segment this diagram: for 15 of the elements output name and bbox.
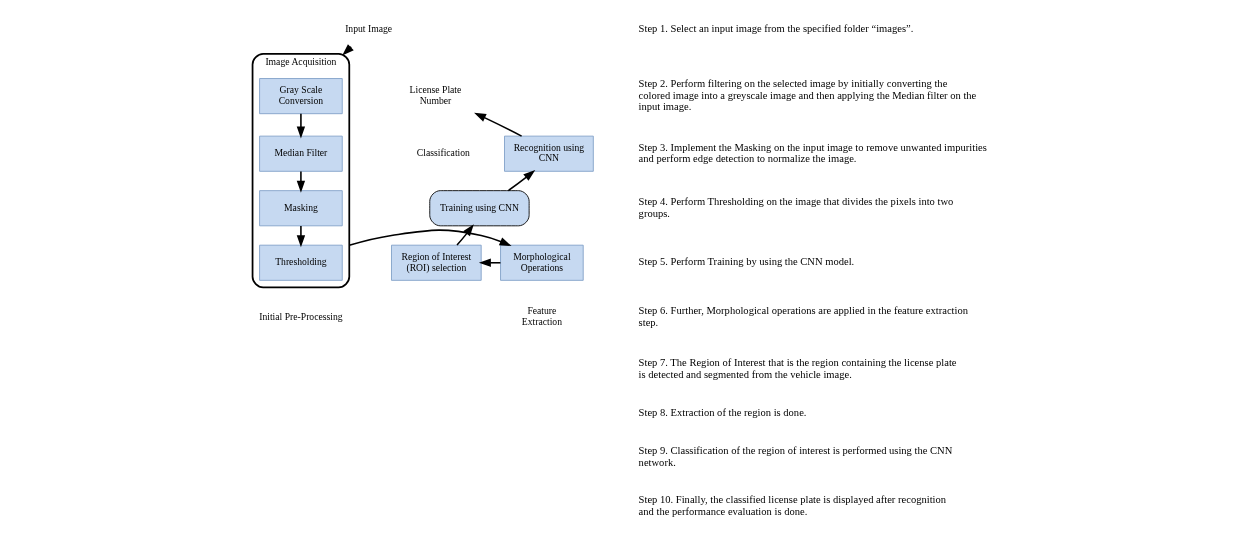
- label: Step 4. Perform Thresholding on the image that divides the pixels into two groups.: [638, 196, 954, 219]
- label: Step 7. The Region of Interest that is the region containing the license plate is detected and segmented from the vehicle image.: [638, 357, 957, 380]
- label: Step 1. Select an input image from the specified folder “images”.: [638, 23, 914, 35]
- node-label: Initial Pre-Processing: [259, 310, 343, 322]
- node-label: Classification: [416, 147, 470, 159]
- node-label: Feature Extraction: [521, 305, 562, 328]
- node-text: Input Image: [345, 22, 393, 34]
- node-text: License Plate Number: [409, 84, 462, 106]
- label: Step 10. Finally, the classified license plate is displayed after recognition and the performance evaluation is done.: [638, 494, 947, 517]
- label: Step 6. Further, Morphological operations are applied in the feature extraction step.: [638, 305, 968, 328]
- label: Step 2. Perform filtering on the selected image by initially converting the colored image into a greyscale image and then applying the Median filter on the input image.: [638, 78, 977, 113]
- label: Step 9. Classification of the region of interest is performed using the CNN network.: [638, 445, 953, 468]
- label: Step 5. Perform Training by using the CNN model.: [638, 256, 855, 268]
- label: Step 8. Extraction of the region is done.: [638, 406, 807, 418]
- label: Step 3. Implement the Masking on the input image to remove unwanted impurities and perform edge detection to normalize the image.: [638, 141, 987, 165]
